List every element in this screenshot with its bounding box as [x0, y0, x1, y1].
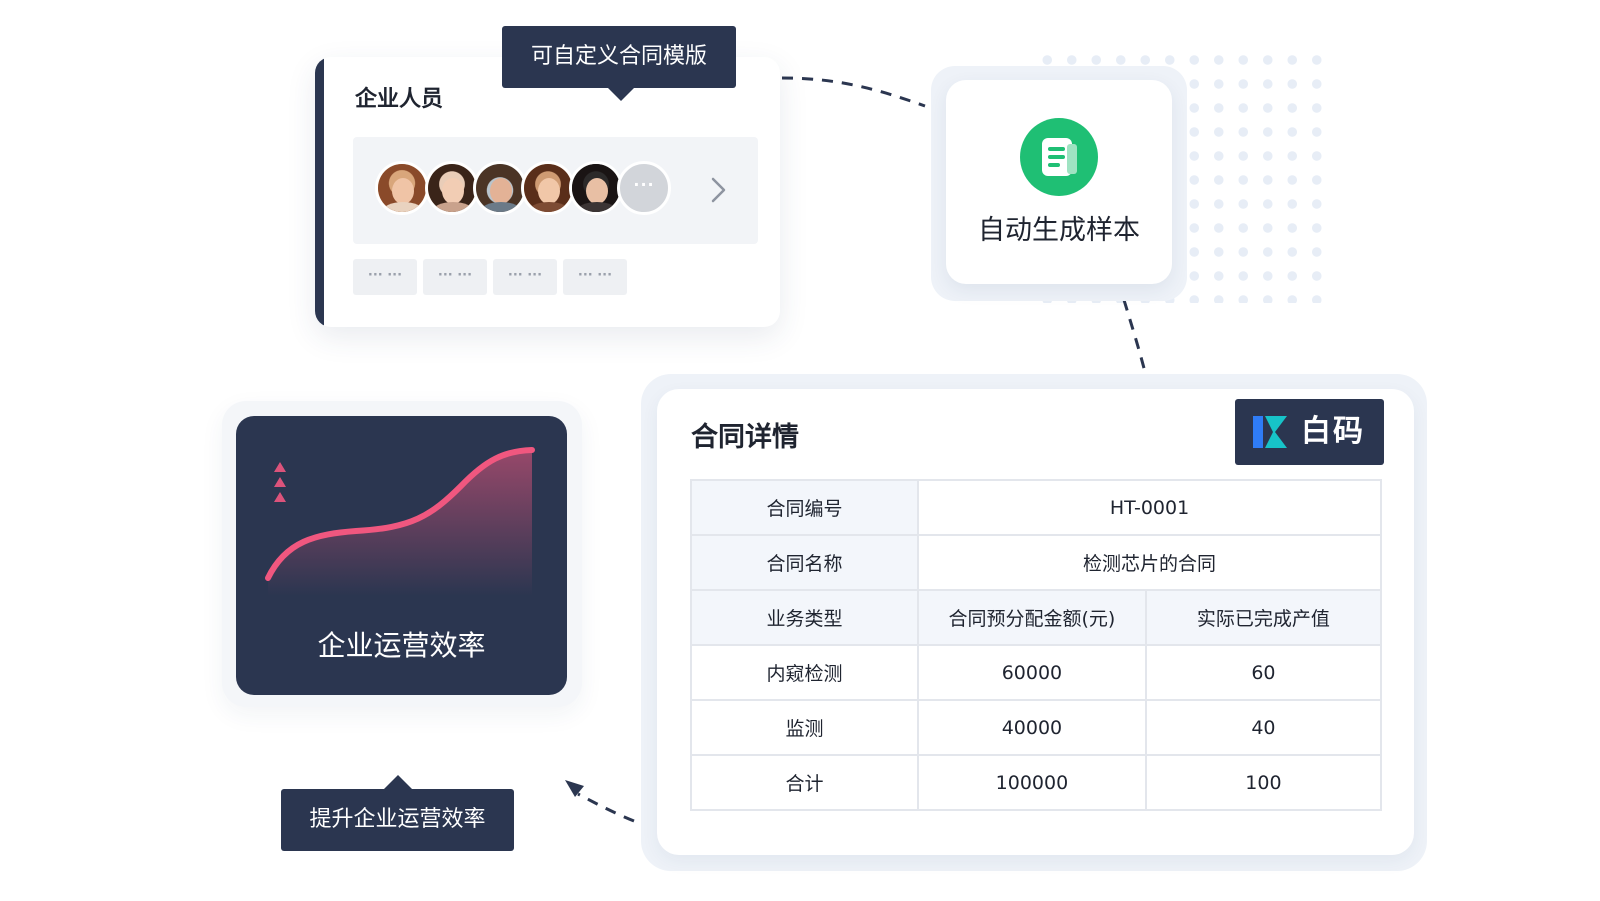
table-row: 合计 100000 100	[689, 754, 1383, 811]
table-header-row: 业务类型 合同预分配金额(元) 实际已完成产值	[689, 589, 1383, 646]
custom-template-tooltip: 可自定义合同模版	[502, 26, 736, 101]
table-cell: 60	[1144, 644, 1383, 701]
auto-sample-label: 自动生成样本	[978, 215, 1140, 246]
placeholder-chip[interactable]: ··· ···	[423, 259, 487, 295]
table-header-cell: 实际已完成产值	[1144, 589, 1383, 646]
table-cell: HT-0001	[917, 479, 1382, 536]
table-cell: 检测芯片的合同	[917, 534, 1382, 591]
connector-members-to-sample	[781, 76, 926, 108]
table-cell: 合同编号	[689, 479, 920, 536]
baima-logo-icon	[1253, 416, 1287, 448]
connector-sample-to-detail	[1122, 299, 1147, 373]
contract-detail-title: 合同详情	[691, 422, 799, 453]
auto-sample-card[interactable]: 自动生成样本	[946, 80, 1172, 284]
placeholder-chip[interactable]: ··· ···	[493, 259, 557, 295]
placeholder-chip[interactable]: ··· ···	[563, 259, 627, 295]
more-members-avatar[interactable]: ···	[617, 161, 671, 215]
avatar-strip[interactable]: ···	[353, 137, 758, 244]
contract-table: 合同编号 HT-0001 合同名称 检测芯片的合同 业务类型 合同预分配金额(元…	[689, 479, 1383, 811]
efficiency-label: 企业运营效率	[317, 629, 486, 662]
table-header-cell: 合同预分配金额(元)	[917, 589, 1147, 646]
growth-area	[268, 450, 532, 596]
table-cell: 100	[1144, 754, 1383, 811]
avatar[interactable]	[569, 161, 623, 215]
table-cell: 40	[1144, 699, 1383, 756]
avatar[interactable]	[425, 161, 479, 215]
growth-line	[265, 447, 535, 581]
baima-brand-badge[interactable]: 白码	[1235, 399, 1384, 465]
card-accent-bar	[315, 57, 324, 327]
table-row: 内窥检测 60000 60	[689, 644, 1383, 701]
efficiency-card[interactable]: 企业运营效率	[236, 416, 567, 695]
contract-detail-card: 合同详情 白码 合同编号 HT-0001 合同名称 检测芯片的合同 业务类型 合…	[657, 389, 1414, 855]
growth-curve-graphic	[265, 447, 535, 596]
chevron-right-icon[interactable]	[705, 175, 731, 205]
document-icon	[1020, 118, 1098, 196]
placeholder-chip[interactable]: ··· ···	[353, 259, 417, 295]
table-cell: 100000	[917, 754, 1147, 811]
table-cell: 内窥检测	[689, 644, 920, 701]
table-row: 监测 40000 40	[689, 699, 1383, 756]
connector-detail-to-efficiency	[577, 792, 635, 823]
members-title: 企业人员	[355, 87, 444, 112]
avatar[interactable]	[473, 161, 527, 215]
table-cell: 合计	[689, 754, 920, 811]
up-arrows-icon	[274, 462, 286, 502]
table-row: 合同名称 检测芯片的合同	[689, 534, 1382, 591]
brand-name: 白码	[1301, 414, 1365, 449]
table-row: 合同编号 HT-0001	[689, 479, 1382, 536]
improve-efficiency-tooltip: 提升企业运营效率	[281, 775, 514, 851]
enterprise-members-card: 企业人员 ··· ··· ·	[315, 57, 780, 327]
table-cell: 合同名称	[689, 534, 920, 591]
table-cell: 监测	[689, 699, 920, 756]
table-header-cell: 业务类型	[689, 589, 920, 646]
avatar[interactable]	[521, 161, 575, 215]
table-cell: 60000	[917, 644, 1147, 701]
avatar[interactable]	[375, 161, 429, 215]
arrow-head-icon	[565, 780, 584, 797]
table-cell: 40000	[917, 699, 1147, 756]
